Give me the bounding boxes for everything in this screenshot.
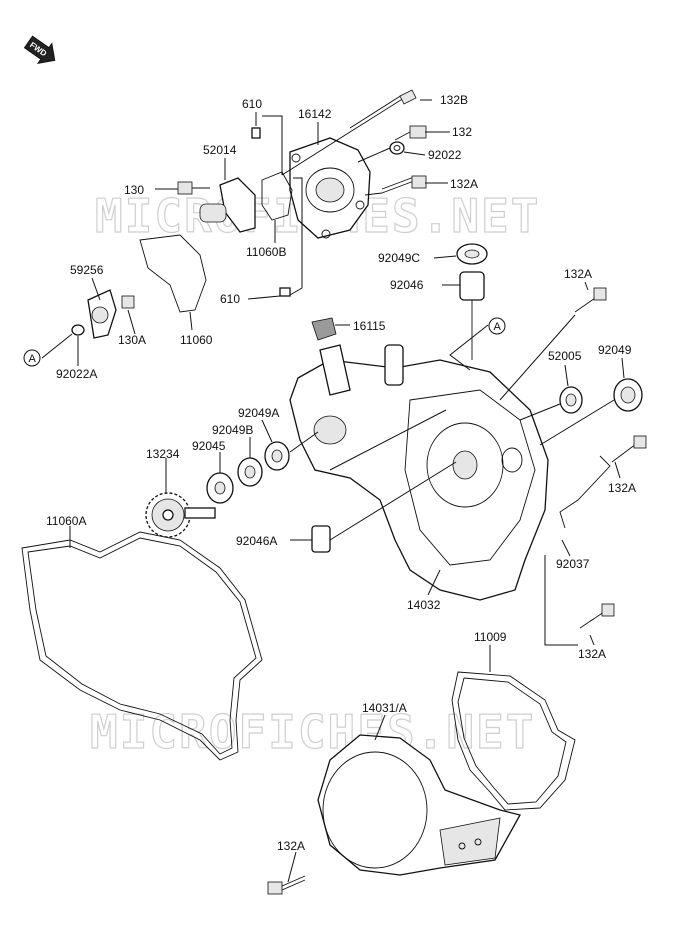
label-11009: 11009 (474, 630, 507, 644)
label-132A-right2: 132A (608, 481, 636, 495)
label-59256: 59256 (70, 263, 104, 277)
label-11060: 11060 (180, 333, 213, 347)
dowel-pin-610-bottom-icon (279, 287, 291, 297)
gear-13234-icon (145, 492, 216, 538)
label-92046A: 92046A (236, 534, 277, 548)
washer-92022A-icon (71, 324, 85, 336)
label-92046: 92046 (390, 278, 424, 292)
dowel-pin-610-top-icon (251, 127, 261, 139)
label-14032: 14032 (407, 598, 441, 612)
ref-marker-A-right: A (488, 317, 506, 335)
label-132: 132 (452, 125, 472, 139)
bolt-132A-right1-icon (574, 287, 607, 313)
bolt-132-icon (394, 125, 427, 141)
plug-16115-icon (311, 317, 337, 341)
ref-marker-A-left: A (23, 349, 41, 367)
label-132A-right1: 132A (564, 267, 592, 281)
label-11060B: 11060B (246, 245, 286, 259)
label-92037: 92037 (556, 557, 590, 571)
label-92049: 92049 (598, 343, 632, 357)
gasket-11060A-icon (21, 531, 263, 761)
bolt-132A-right3-icon (579, 603, 615, 629)
label-132A-top: 132A (450, 177, 478, 191)
svg-text:A: A (494, 321, 502, 333)
label-130A: 130A (118, 333, 146, 347)
part-labels: 610 16142 132B 132 52014 92022 130 132A … (46, 93, 636, 853)
label-11060A: 11060A (46, 514, 86, 528)
label-52005: 52005 (548, 349, 582, 363)
svg-text:A: A (29, 353, 37, 365)
washer-92022-icon (389, 141, 405, 155)
label-16142: 16142 (298, 107, 332, 121)
label-92022A: 92022A (56, 367, 97, 381)
gasket-11060-icon (139, 234, 207, 313)
bolt-132A-right2-icon (611, 435, 647, 463)
label-92049A: 92049A (238, 406, 279, 420)
label-132A-bottom: 132A (277, 839, 305, 853)
label-92022: 92022 (428, 148, 462, 162)
bolt-130A-icon (121, 295, 135, 309)
clip-92037-icon (559, 455, 611, 529)
label-13234: 13234 (146, 447, 180, 461)
label-92049C: 92049C (378, 251, 420, 265)
bushing-92046A-icon (311, 525, 331, 553)
label-132B: 132B (440, 93, 468, 107)
label-610-top: 610 (242, 97, 262, 111)
impeller-59256-icon (87, 289, 117, 339)
label-92045: 92045 (192, 439, 226, 453)
label-52014: 52014 (203, 143, 237, 157)
bolt-132B-icon (349, 89, 417, 133)
leader-lines (41, 99, 625, 883)
bolt-132A-top-icon (381, 175, 427, 194)
label-130: 130 (124, 183, 144, 197)
fwd-arrow-icon: FWD (23, 35, 56, 64)
pipe-52014-icon (199, 177, 256, 233)
label-16115: 16115 (353, 319, 386, 333)
bolt-132A-bottom-icon (267, 875, 306, 895)
cover-14031A-icon (317, 734, 521, 876)
label-14031A: 14031/A (362, 701, 407, 715)
label-132A-right3: 132A (578, 647, 606, 661)
label-92049B: 92049B (212, 423, 253, 437)
pump-cover-16142-icon (289, 137, 371, 239)
clutch-cover-14032-icon (289, 344, 549, 601)
gasket-11009-icon (451, 671, 576, 811)
label-610-bottom: 610 (220, 292, 240, 306)
bushing-92046-icon (459, 271, 485, 301)
bolt-130-icon (177, 181, 210, 195)
